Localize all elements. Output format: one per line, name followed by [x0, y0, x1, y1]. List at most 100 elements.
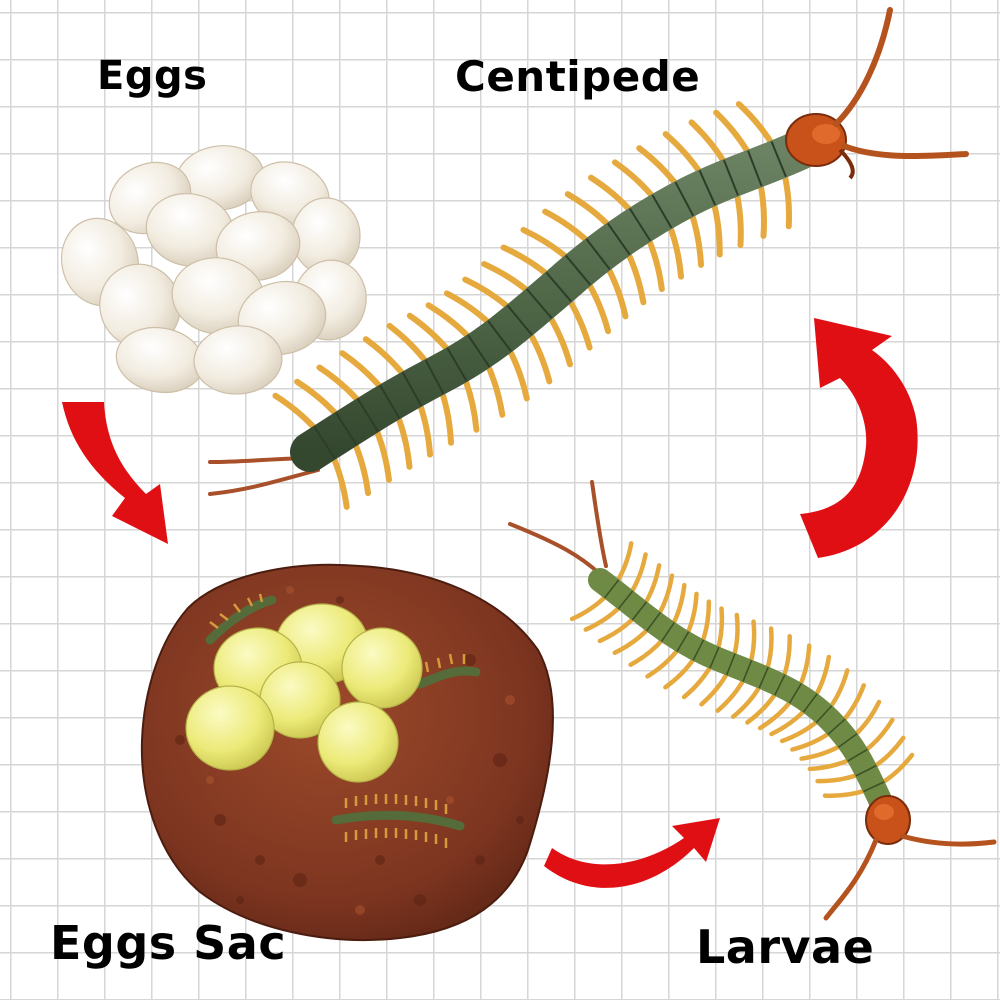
body-segment: [617, 590, 634, 610]
body-segment: [357, 398, 379, 432]
body-segment: [313, 426, 336, 460]
centipede-leg: [588, 174, 636, 216]
centipede-leg: [461, 373, 480, 433]
body-segment: [676, 631, 690, 652]
centipede-leg: [339, 350, 386, 393]
centipede-leg: [781, 634, 792, 680]
body-segment: [758, 666, 769, 689]
centipede-leg: [715, 606, 725, 653]
body-segment: [774, 674, 786, 696]
centipede-leg: [699, 599, 712, 645]
label-larvae: Larvae: [696, 920, 875, 974]
body-segment: [698, 170, 717, 206]
body-segment: [692, 639, 705, 661]
body-segment: [424, 359, 445, 395]
larva-centipede-icon: [508, 480, 997, 921]
centipede-leg: [545, 311, 574, 368]
centipede-leg: [415, 398, 434, 458]
centipede-leg: [628, 552, 648, 596]
body-segment: [335, 412, 358, 446]
centipede-leg: [735, 101, 777, 150]
centipede-leg: [329, 451, 350, 510]
body-segment: [487, 320, 512, 352]
centipede-leg: [797, 643, 812, 689]
centipede-leg: [871, 735, 906, 770]
arrow-eggs-to-sac: [62, 402, 168, 544]
body-segment: [770, 141, 787, 178]
centipede-leg: [272, 392, 321, 434]
centipede-leg: [362, 336, 409, 380]
label-eggs: Eggs: [97, 53, 208, 99]
centipede-leg: [670, 582, 687, 628]
centipede-leg: [644, 233, 665, 293]
body-segment: [838, 733, 858, 748]
centipede-leg: [764, 626, 774, 673]
body-segment: [742, 659, 753, 682]
body-segment: [506, 304, 533, 336]
arrow-sac-to-larvae: [544, 818, 720, 888]
centipede-leg: [862, 717, 895, 754]
centipede-leg: [852, 699, 882, 738]
centipede-leg: [781, 169, 792, 230]
centipede-leg: [827, 668, 850, 711]
body-segment: [788, 683, 802, 704]
centipede-leg: [665, 220, 685, 280]
body-segment: [646, 612, 661, 632]
centipede-leg: [386, 322, 432, 368]
centipede-leg: [623, 247, 647, 306]
centipede-leg: [438, 386, 454, 446]
body-segment: [855, 764, 877, 777]
centipede-leg: [462, 276, 514, 313]
centipede-leg: [611, 159, 658, 203]
body-segment: [725, 653, 736, 676]
centipede-leg: [748, 619, 757, 666]
centipede-leg: [687, 208, 704, 268]
body-segment: [802, 693, 818, 713]
centipede-leg: [500, 244, 553, 280]
centipede-leg: [733, 187, 744, 249]
centipede-leg: [731, 612, 740, 659]
centipede-leg: [663, 655, 697, 690]
body-segment: [674, 181, 695, 217]
body-segment: [723, 159, 739, 196]
centipede-leg: [710, 197, 723, 258]
centipede-leg: [584, 277, 612, 335]
centipede-leg: [756, 178, 767, 239]
centipede-leg: [569, 593, 609, 622]
centipede-leg: [350, 437, 372, 497]
centipede-leg: [799, 743, 844, 761]
centipede-leg: [815, 772, 861, 784]
body-segment: [401, 371, 423, 407]
centipede-leg: [483, 359, 506, 418]
centipede-leg: [713, 109, 753, 159]
centipede-leg: [807, 757, 853, 772]
body-segment: [467, 334, 491, 368]
centipede-leg: [662, 131, 705, 178]
centipede-leg: [481, 261, 534, 297]
body-segment: [545, 271, 572, 303]
body-segment: [815, 705, 833, 724]
centipede-leg: [393, 410, 413, 470]
body-segment: [863, 781, 885, 793]
centipede-leg: [525, 328, 553, 385]
body-segment: [446, 347, 468, 382]
egg-sac-icon: [140, 563, 554, 941]
centipede-leg: [688, 119, 729, 168]
centipede-leg: [684, 591, 699, 637]
body-segment: [379, 384, 401, 419]
centipede-leg: [642, 563, 662, 607]
eggs-cluster-icon: [60, 145, 367, 395]
centipede-leg: [294, 378, 342, 421]
centipede-leg: [603, 262, 629, 320]
centipede-leg: [520, 226, 573, 263]
centipede-leg: [813, 654, 832, 699]
centipede-leg: [564, 191, 614, 231]
centipede-leg: [636, 145, 681, 190]
label-eggs-sac: Eggs Sac: [50, 916, 287, 970]
centipede-leg: [681, 663, 714, 700]
body-segment: [607, 222, 631, 256]
body-segment: [827, 718, 846, 736]
body-segment: [651, 194, 673, 229]
body-segment: [585, 238, 611, 270]
